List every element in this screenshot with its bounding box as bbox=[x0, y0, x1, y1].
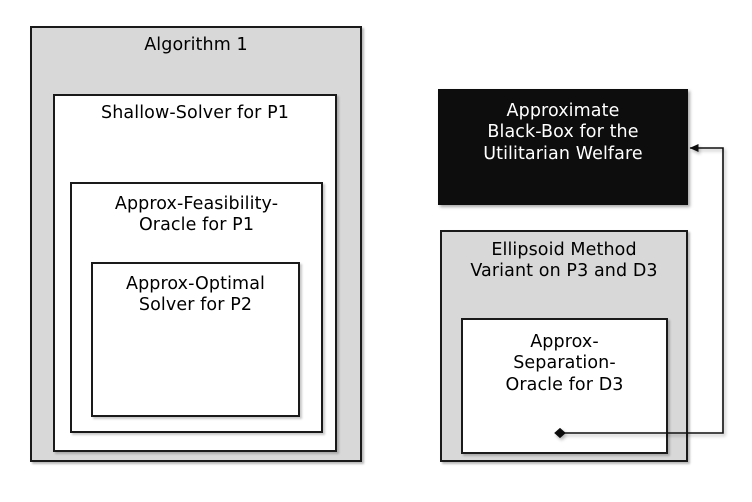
box-ellipsoid-method-variant-label: Ellipsoid Method Variant on P3 and D3 bbox=[470, 240, 658, 282]
box-approx-optimal-solver-p2-label: Approx-Optimal Solver for P2 bbox=[126, 274, 265, 316]
box-shallow-solver-p1-label: Shallow-Solver for P1 bbox=[101, 103, 289, 123]
box-approx-separation-oracle-d3[interactable]: Approx- Separation- Oracle for D3 bbox=[461, 318, 668, 454]
box-approximate-black-box-utilitarian-welfare[interactable]: Approximate Black-Box for the Utilitaria… bbox=[438, 89, 688, 205]
box-approx-feasibility-oracle-p1-label: Approx-Feasibility- Oracle for P1 bbox=[114, 194, 279, 236]
box-algorithm-1-label: Algorithm 1 bbox=[144, 35, 248, 55]
box-approximate-black-box-label: Approximate Black-Box for the Utilitaria… bbox=[483, 101, 643, 164]
box-approx-separation-oracle-d3-label: Approx- Separation- Oracle for D3 bbox=[505, 332, 624, 395]
box-approx-optimal-solver-p2[interactable]: Approx-Optimal Solver for P2 bbox=[91, 262, 300, 417]
